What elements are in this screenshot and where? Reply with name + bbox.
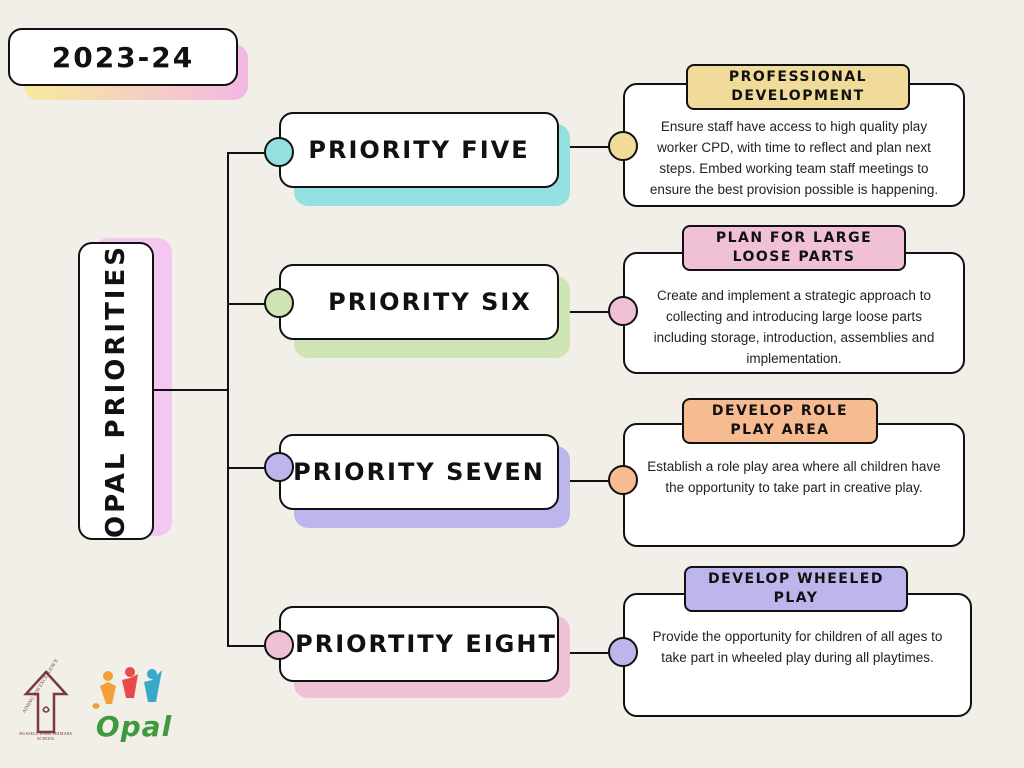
connector-desc-five [558,146,624,148]
connector-branch-eight [227,645,279,647]
description-eight: Provide the opportunity for children of … [623,593,972,717]
connector-desc-six [558,311,624,313]
description-six-text: Create and implement a strategic approac… [653,288,935,366]
description-five-dot [608,131,638,161]
description-five-text: Ensure staff have access to high quality… [649,119,939,197]
tag-large-loose-parts: PLAN FOR LARGE LOOSE PARTS [682,225,906,271]
connector-main [154,389,228,391]
school-arrow-icon [23,670,69,734]
priority-six-dot [264,288,294,318]
priority-seven-dot [264,452,294,482]
description-seven-dot [608,465,638,495]
connector-branch-six [227,303,279,305]
description-eight-text: Provide the opportunity for children of … [652,629,943,665]
opal-logo: Opal [86,664,176,748]
main-title-box: OPAL PRIORITIES [78,242,154,540]
connector-desc-seven [558,480,624,482]
priority-eight-box: PRIORTITY EIGHT [279,606,559,682]
description-seven-text: Establish a role play area where all chi… [647,459,941,495]
description-six: Create and implement a strategic approac… [623,252,965,374]
priority-seven-box: PRIORITY SEVEN [279,434,559,510]
main-title: OPAL PRIORITIES [101,244,131,538]
tag-role-play-area: DEVELOP ROLE PLAY AREA [682,398,878,444]
priority-five-box: PRIORITY FIVE [279,112,559,188]
opal-figures-icon [92,667,162,709]
connector-branch-seven [227,467,279,469]
year-label: 2023-24 [8,28,238,86]
description-eight-dot [608,637,638,667]
description-six-dot [608,296,638,326]
tag-professional-development: PROFESSIONAL DEVELOPMENT [686,64,910,110]
school-logo: AIMING FOR EXCELLENCE RUSSELL PARK PRIMA… [14,658,78,741]
priority-six-box: PRIORITY SIX [279,264,559,340]
priority-five-dot [264,137,294,167]
tag-wheeled-play: DEVELOP WHEELED PLAY [684,566,908,612]
priority-eight-dot [264,630,294,660]
connector-spine [227,152,229,645]
connector-desc-eight [558,652,624,654]
connector-branch-five [227,152,279,154]
opal-logo-text: Opal [95,710,173,743]
school-logo-subtext: RUSSELL PARK PRIMARY SCHOOL [19,731,73,741]
